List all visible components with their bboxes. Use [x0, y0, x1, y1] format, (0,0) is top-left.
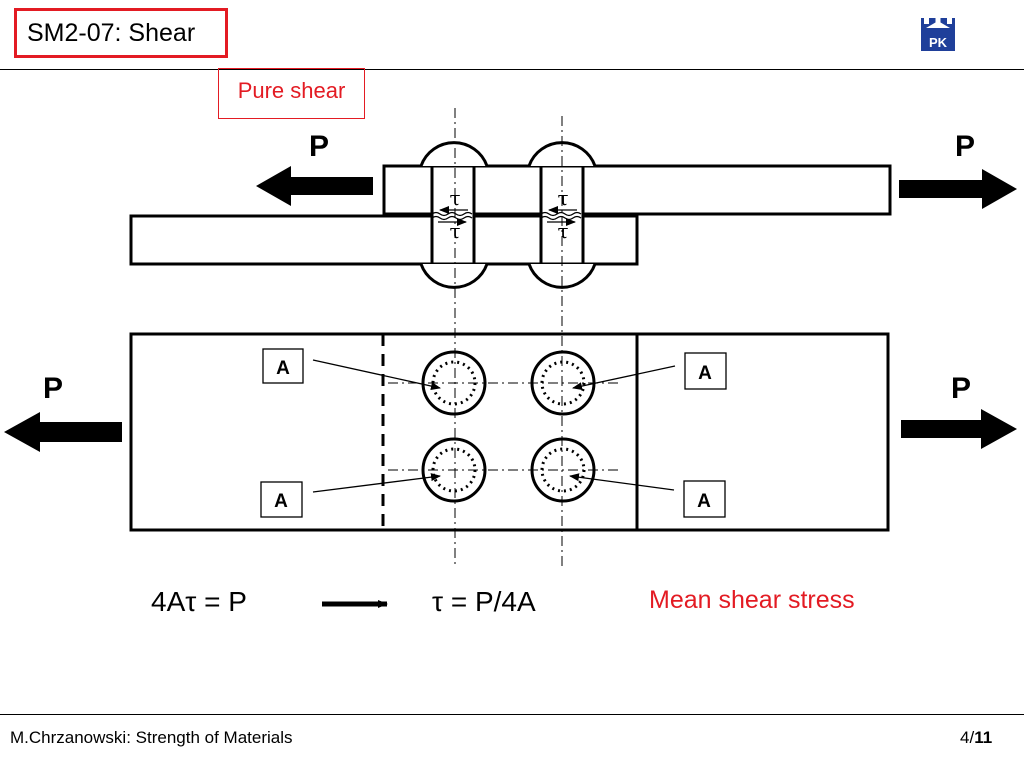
tau-label-2a: τ — [557, 186, 568, 210]
plan-outer-plate — [129, 332, 890, 532]
svg-text:A: A — [276, 358, 290, 379]
header-divider — [0, 69, 1024, 70]
equilibrium-equation: 4Aτ = P — [151, 586, 247, 617]
svg-text:A: A — [274, 491, 288, 512]
svg-text:A: A — [697, 491, 711, 512]
pure-shear-label: Pure shear — [218, 68, 365, 119]
page-indicator: 4/11 — [960, 728, 992, 748]
rivet-plan-4 — [530, 437, 596, 503]
force-arrow-side-left — [256, 166, 373, 206]
slide-title: SM2-07: Shear — [14, 8, 228, 58]
force-label-plan-right: P — [951, 372, 971, 405]
force-arrow-side-right — [899, 169, 1017, 209]
force-label-side-right: P — [955, 130, 975, 163]
tau-label-2b: τ — [557, 219, 568, 243]
footer-author: M.Chrzanowski: Strength of Materials — [10, 728, 293, 747]
shear-stress-formula: τ = P/4A — [432, 586, 536, 617]
rivet-plan-1 — [421, 350, 487, 416]
page-current: 4/ — [960, 728, 975, 747]
footer-divider — [0, 714, 1024, 715]
area-label-top-right: A — [684, 352, 727, 390]
area-label-bottom-left: A — [260, 481, 303, 518]
page-total: 11 — [974, 728, 993, 747]
university-logo: PK — [921, 18, 955, 51]
leader-lines — [312, 359, 676, 493]
logo-lettering: PK — [929, 35, 948, 50]
force-arrow-plan-left — [4, 412, 122, 452]
force-arrow-plan-right — [901, 409, 1017, 449]
svg-text:A: A — [698, 363, 712, 384]
area-label-top-left: A — [262, 348, 304, 384]
force-label-plan-left: P — [43, 372, 63, 405]
rivet-plan-3 — [421, 437, 487, 503]
mean-shear-stress-note: Mean shear stress — [649, 586, 855, 614]
rivet-side-1 — [419, 141, 489, 289]
area-label-bottom-right: A — [683, 480, 726, 518]
force-label-side-left: P — [309, 130, 329, 163]
